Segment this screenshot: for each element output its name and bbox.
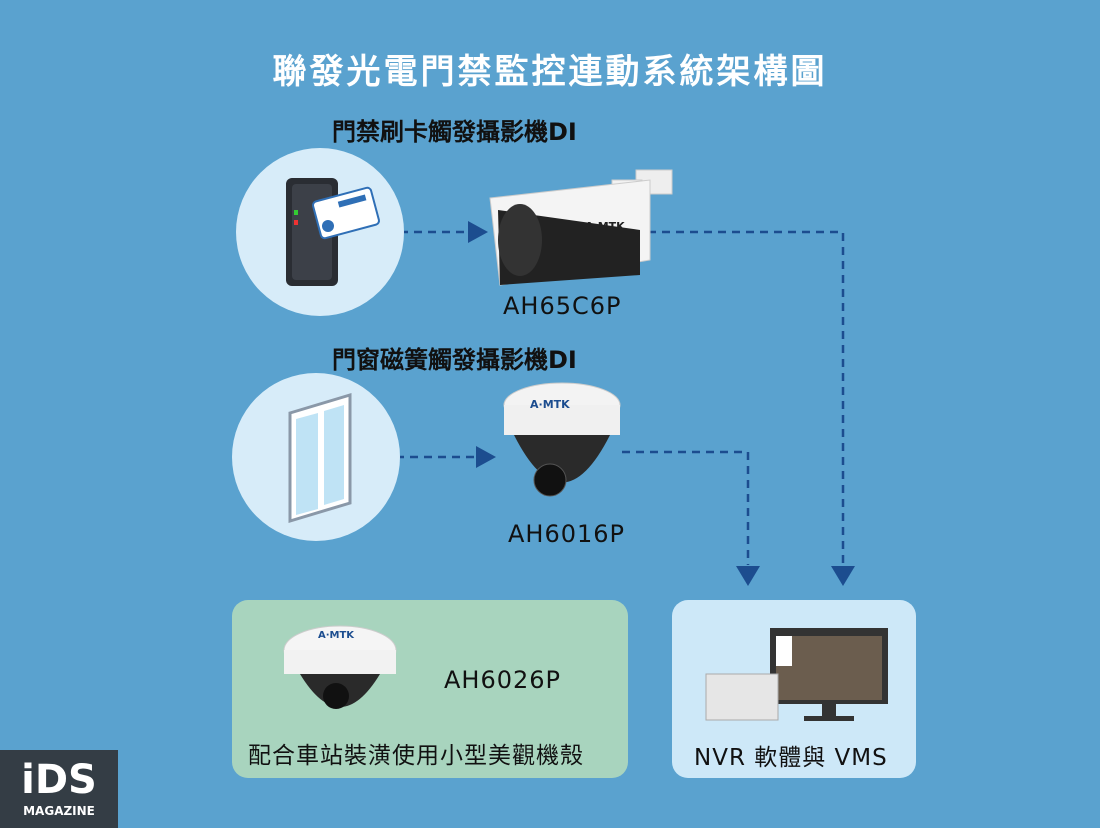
logo-sub: MAGAZINE	[23, 804, 95, 818]
arrow-line-bullet-to-nvr	[648, 230, 845, 565]
nvr-box: NVR 軟體與 VMS	[672, 600, 916, 778]
card-reader-icon	[286, 178, 380, 286]
compact-box-caption: 配合車站裝潢使用小型美觀機殼	[248, 743, 584, 769]
svg-text:A·MTK: A·MTK	[318, 630, 355, 641]
camera-model-dome: AH6016P	[508, 520, 626, 548]
card-reader-circle	[236, 148, 404, 316]
compact-dome-camera-image: A·MTK	[283, 625, 397, 709]
nvr-monitor-image	[705, 628, 888, 721]
arrow-head	[736, 566, 760, 586]
logo-main: iDS	[21, 757, 97, 803]
arrow-line-dome-to-nvr	[622, 450, 750, 565]
nvr-box-caption: NVR 軟體與 VMS	[694, 745, 888, 771]
ids-magazine-logo: iDS MAGAZINE	[0, 750, 118, 828]
compact-camera-box: A·MTK AH6026P 配合車站裝潢使用小型美觀機殼	[232, 600, 628, 778]
row-label-card: 門禁刷卡觸發攝影機DI	[332, 118, 577, 146]
diagram-title: 聯發光電門禁監控連動系統架構圖	[272, 52, 828, 92]
arrow-head	[831, 566, 855, 586]
row-label-door: 門窗磁簧觸發攝影機DI	[332, 346, 577, 374]
camera-model-compact: AH6026P	[444, 666, 562, 694]
door-window-circle	[232, 373, 400, 541]
door-window-icon	[288, 392, 352, 524]
camera-model-bullet: AH65C6P	[503, 292, 622, 320]
arrow-head	[476, 446, 496, 468]
arrow-head	[468, 221, 488, 243]
